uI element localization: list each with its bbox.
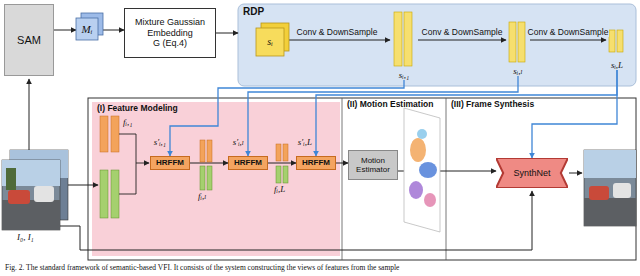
mask-icon: Mᵢ xyxy=(76,18,98,40)
flow-arrow xyxy=(418,40,506,41)
semantic-connector xyxy=(248,76,518,156)
node-text: sᵢ,L xyxy=(611,60,623,70)
node-text: sᵢ xyxy=(267,36,272,48)
stage-region: (II) Motion EstimationMotion Estimator xyxy=(342,98,446,260)
input-frames xyxy=(2,150,68,230)
feature-label: fᵢ,L xyxy=(273,185,286,195)
edge-label: Conv & DownSample xyxy=(527,28,610,37)
fusion-block: HRFFM xyxy=(150,156,190,170)
synthesis-network: SynthNet xyxy=(496,158,568,188)
semantic-connector xyxy=(316,70,617,156)
node-text: Motion Estimator xyxy=(349,156,397,174)
stage-region: (III) Frame SynthesisSynthNet xyxy=(446,98,636,260)
region-title: (II) Motion Estimation xyxy=(347,100,441,110)
node-text: sᵢ,₁ xyxy=(399,70,409,80)
output-frame xyxy=(584,150,636,226)
edge-label: s′ᵢ,₁ xyxy=(153,138,167,148)
node-text: HRFFM xyxy=(302,158,330,167)
region-title: (I) Feature Modeling xyxy=(97,104,335,114)
input-label: I₀, I₁ xyxy=(16,233,35,243)
figure-caption: Fig. 2. The standard framework of semant… xyxy=(4,264,400,272)
node-text: HRFFM xyxy=(234,158,262,167)
node-text: SynthNet xyxy=(513,168,550,178)
edge-label: s′ᵢ,ₗ xyxy=(232,138,245,148)
edge-label: Conv & DownSample xyxy=(296,28,379,37)
region-title: RDP xyxy=(243,6,631,18)
flow-arrow xyxy=(336,163,348,164)
flow-arrow xyxy=(190,163,228,164)
region-title: (III) Frame Synthesis xyxy=(451,100,631,110)
edge-label: s′ᵢ,L xyxy=(297,138,313,148)
node-text: G (Eq.4) xyxy=(153,38,187,48)
node-text: Mᵢ xyxy=(82,23,93,36)
model-box: SAM xyxy=(4,4,54,76)
semantic-connector xyxy=(532,70,617,158)
flow-arrow xyxy=(268,163,296,164)
node-text: Mixture Gaussian Embedding xyxy=(125,17,215,38)
module-region: RDP sᵢ sᵢ,₁ sᵢ,ₗ sᵢ,L xyxy=(238,4,636,86)
feature-bars: sᵢ,₁ xyxy=(390,12,418,80)
flow-arrow xyxy=(284,40,390,41)
process-box: Mixture Gaussian EmbeddingG (Eq.4) xyxy=(124,8,216,58)
flow-arrow xyxy=(54,30,76,31)
feature-label: fᵢ,ₗ xyxy=(197,192,207,202)
flow-arrow xyxy=(530,40,606,41)
process-box: Motion Estimator xyxy=(348,150,398,180)
flow-arrow xyxy=(216,33,238,34)
node-text: HRFFM xyxy=(156,158,184,167)
node-text: sᵢ,ₗ xyxy=(513,66,522,76)
feature-label: fᵢ,₁ xyxy=(122,118,133,128)
edge-label: Conv & DownSample xyxy=(421,28,504,37)
node-text: SAM xyxy=(17,34,41,47)
fusion-block: HRFFM xyxy=(228,156,268,170)
fusion-block: HRFFM xyxy=(296,156,336,170)
semantic-map-icon: sᵢ xyxy=(256,28,284,56)
